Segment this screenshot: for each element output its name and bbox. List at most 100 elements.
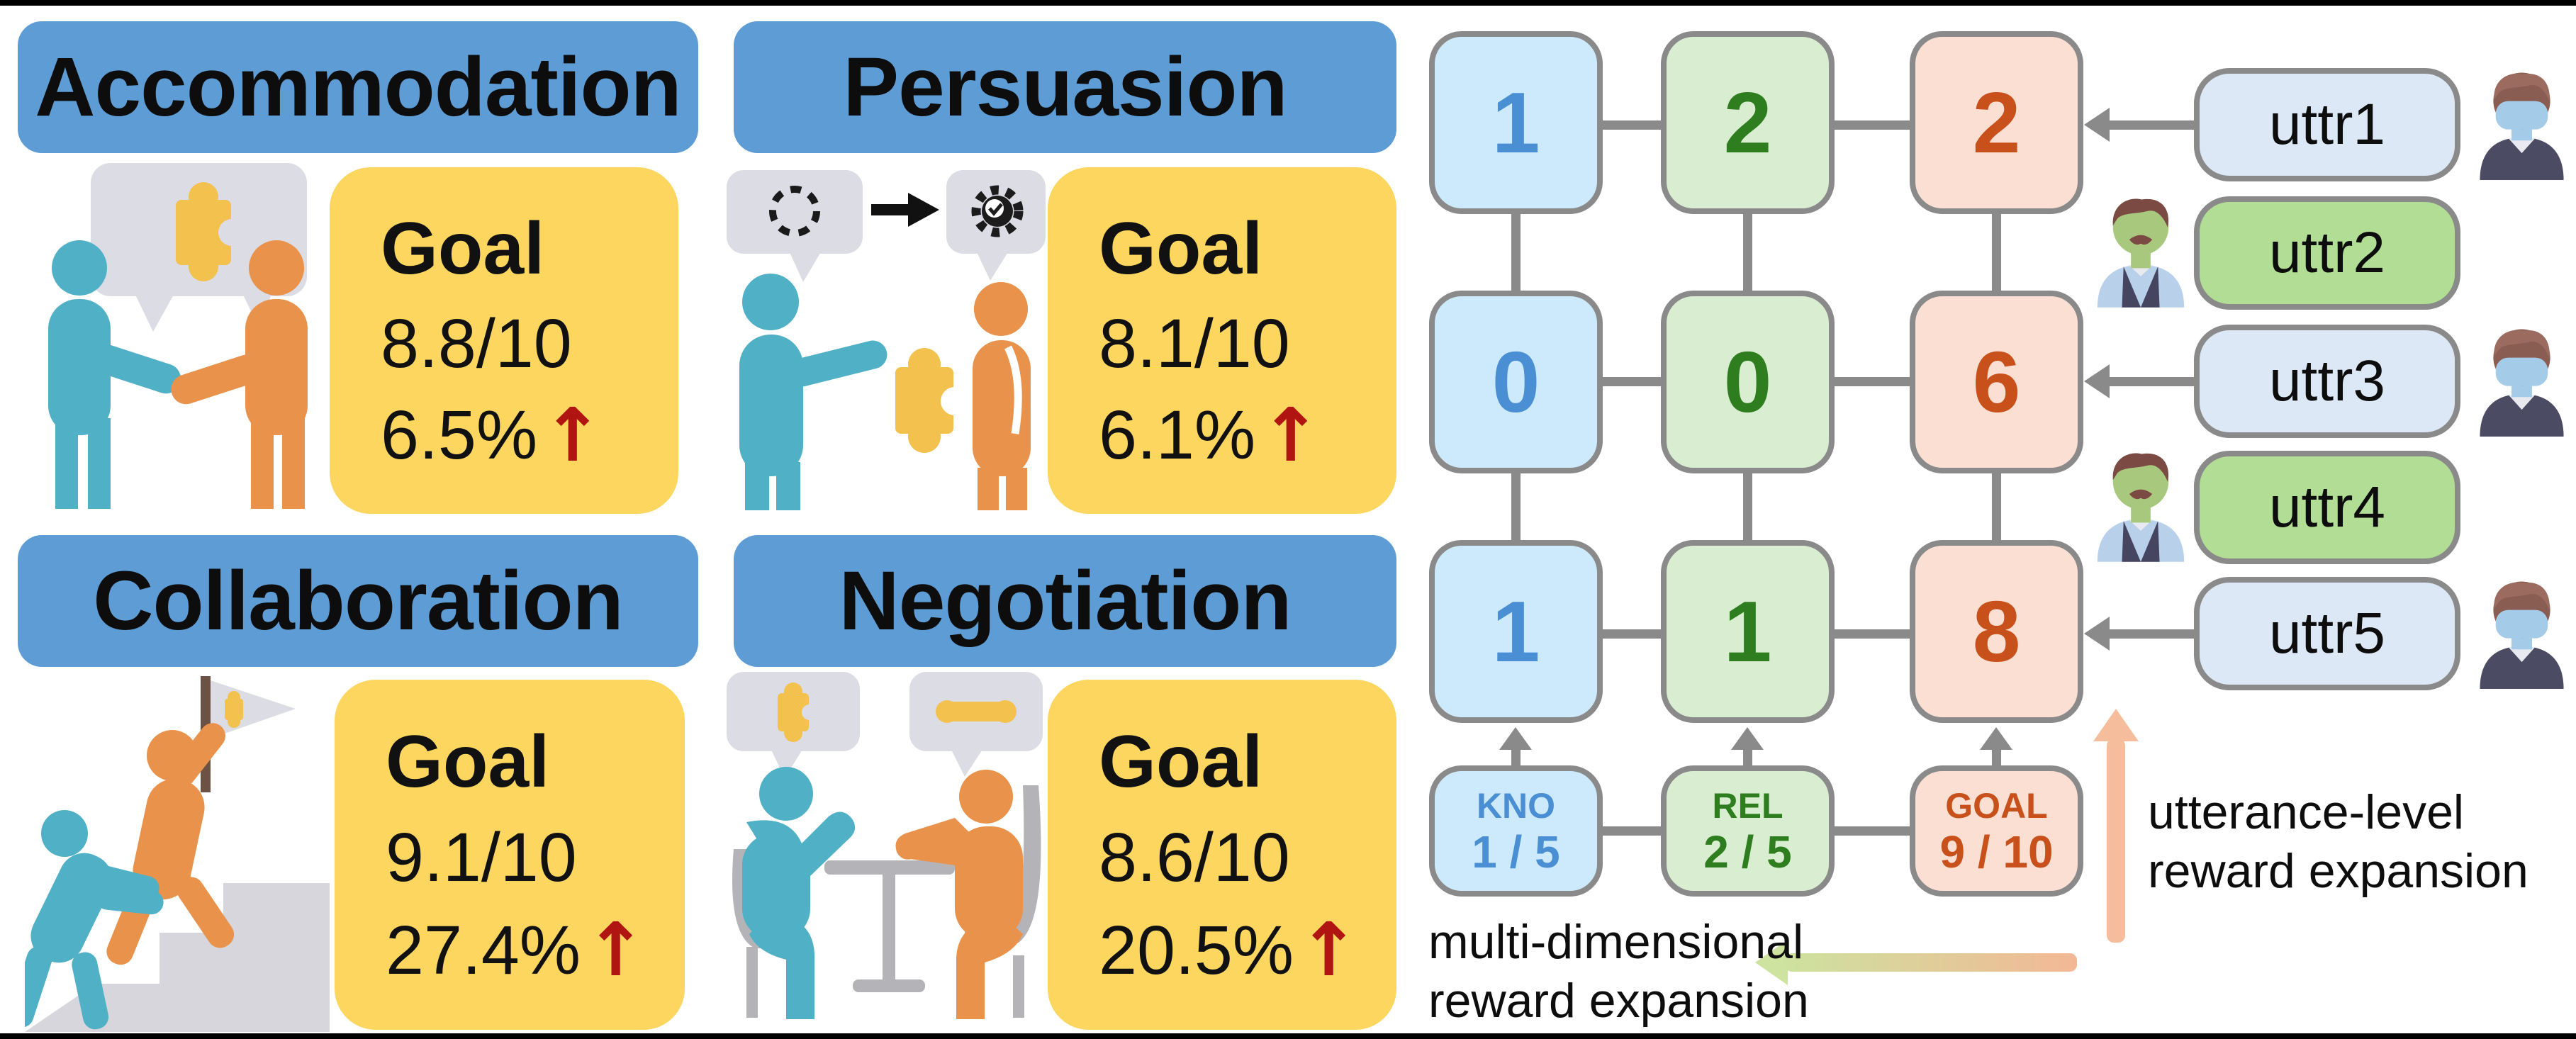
arrow-left-icon — [2084, 364, 2110, 398]
connector — [1603, 377, 1661, 386]
uttr2-box: uttr2 — [2194, 196, 2460, 310]
gear-check-icon — [971, 185, 1024, 237]
goal-label: Goal — [381, 207, 545, 290]
arrow-left-icon — [2084, 108, 2110, 142]
uttr1-box: uttr1 — [2194, 68, 2460, 181]
dimension-expansion-arrow-shaft — [1785, 953, 2077, 972]
puzzle-offer-people-icon — [727, 170, 1046, 510]
cell-value: 1 — [1491, 583, 1540, 680]
uttr-label: uttr2 — [2268, 220, 2386, 285]
uttr3-box: uttr3 — [2194, 325, 2460, 438]
connector — [1603, 826, 1661, 836]
collaboration-title: Collaboration — [93, 554, 623, 648]
connector — [1743, 746, 1752, 765]
collaboration-header: Collaboration — [18, 535, 698, 667]
improvement-value: 20.5% — [1099, 911, 1294, 989]
goal-score: 9.1/10 — [386, 819, 577, 896]
utterance-expansion-arrow-shaft — [2107, 738, 2125, 943]
dimension-label: GOAL — [1945, 785, 2048, 826]
connector — [2107, 377, 2194, 386]
grid-cell-goal-3: 8 — [1910, 540, 2083, 723]
accommodation-goal-box: Goal 8.8/10 6.5% ↑ — [330, 167, 678, 514]
uttr-label: uttr1 — [2268, 92, 2386, 157]
utterance-expansion-arrow-icon — [2093, 709, 2139, 741]
dimension-score: 2 / 5 — [1703, 826, 1792, 877]
negotiation-title: Negotiation — [839, 554, 1292, 648]
goal-score: 8.1/10 — [1099, 304, 1290, 382]
uttr-label: uttr5 — [2268, 601, 2386, 665]
caption-line: multi-dimensional — [1428, 915, 1804, 969]
connector — [1835, 120, 1910, 130]
dimension-box-goal: GOAL 9 / 10 — [1910, 765, 2083, 897]
connector — [1992, 214, 2001, 291]
handshake-people-icon — [48, 163, 308, 509]
connector — [1743, 214, 1752, 291]
uttr-label: uttr4 — [2268, 475, 2386, 539]
puzzle-piece-icon — [895, 348, 969, 453]
masked-person-icon — [2480, 72, 2564, 180]
grid-cell-rel-2: 0 — [1661, 291, 1835, 473]
up-arrow-icon: ↑ — [1298, 906, 1360, 994]
masked-person-icon — [2480, 329, 2564, 437]
goal-improvement: 20.5% ↑ — [1099, 906, 1396, 994]
uttr5-box: uttr5 — [2194, 577, 2460, 690]
connector — [2107, 629, 2194, 639]
connector — [1511, 746, 1521, 765]
negotiation-goal-box: Goal 8.6/10 20.5% ↑ — [1048, 680, 1396, 1030]
connector — [1743, 473, 1752, 540]
puzzle-piece-icon — [778, 683, 817, 742]
cell-value: 1 — [1491, 74, 1540, 171]
improvement-value: 6.5% — [381, 396, 538, 474]
dimension-expansion-arrow-icon — [1755, 940, 1788, 985]
grid-cell-rel-1: 2 — [1661, 31, 1835, 214]
connector — [1835, 826, 1910, 836]
connector — [1835, 377, 1910, 386]
grid-cell-kno-3: 1 — [1429, 540, 1603, 723]
cell-value: 8 — [1972, 583, 2021, 680]
collaboration-goal-box: Goal 9.1/10 27.4% ↑ — [335, 680, 685, 1030]
connector — [1603, 120, 1661, 130]
connector — [1835, 629, 1910, 639]
goal-label: Goal — [1099, 721, 1263, 803]
cell-value: 0 — [1491, 334, 1540, 430]
dimension-box-kno: KNO 1 / 5 — [1429, 765, 1603, 897]
grid-cell-kno-2: 0 — [1429, 291, 1603, 473]
climbing-help-flag-icon — [25, 676, 330, 1032]
cell-value: 1 — [1723, 583, 1772, 680]
dimension-score: 1 / 5 — [1472, 826, 1560, 877]
cell-value: 0 — [1723, 334, 1772, 430]
top-border — [0, 0, 2576, 6]
goal-score: 8.6/10 — [1099, 819, 1290, 896]
dimension-score: 9 / 10 — [1939, 826, 2054, 877]
persuasion-title: Persuasion — [843, 40, 1287, 134]
up-arrow-icon: ↑ — [542, 391, 604, 478]
table-discussion-icon — [727, 672, 1043, 1019]
connector — [2107, 120, 2194, 130]
mustache-person-icon — [2097, 198, 2185, 308]
dimension-expansion-caption: multi-dimensional reward expansion — [1428, 913, 1809, 1030]
grid-cell-goal-1: 2 — [1910, 31, 2083, 214]
goal-improvement: 27.4% ↑ — [386, 914, 685, 987]
persuasion-header: Persuasion — [734, 21, 1396, 153]
cell-value: 6 — [1972, 334, 2021, 430]
uttr4-box: uttr4 — [2194, 451, 2460, 564]
accommodation-header: Accommodation — [18, 21, 698, 153]
connector — [1992, 473, 2001, 540]
grid-cell-goal-2: 6 — [1910, 291, 2083, 473]
goal-label: Goal — [386, 721, 550, 803]
connector — [1992, 746, 2001, 765]
goal-label: Goal — [1099, 207, 1263, 290]
cell-value: 2 — [1723, 74, 1772, 171]
accommodation-title: Accommodation — [35, 40, 681, 134]
connector — [1603, 629, 1661, 639]
table-icon — [824, 860, 955, 992]
arrow-right-icon — [871, 193, 939, 227]
grid-cell-kno-1: 1 — [1429, 31, 1603, 214]
dimension-label: KNO — [1476, 785, 1556, 826]
puzzle-piece-h-icon — [936, 700, 1017, 723]
caption-line: reward expansion — [1428, 973, 1809, 1028]
mustache-person-icon — [2097, 453, 2185, 562]
cell-value: 2 — [1972, 74, 2021, 171]
goal-improvement: 6.5% ↑ — [381, 391, 678, 478]
dimension-label: REL — [1712, 785, 1783, 826]
